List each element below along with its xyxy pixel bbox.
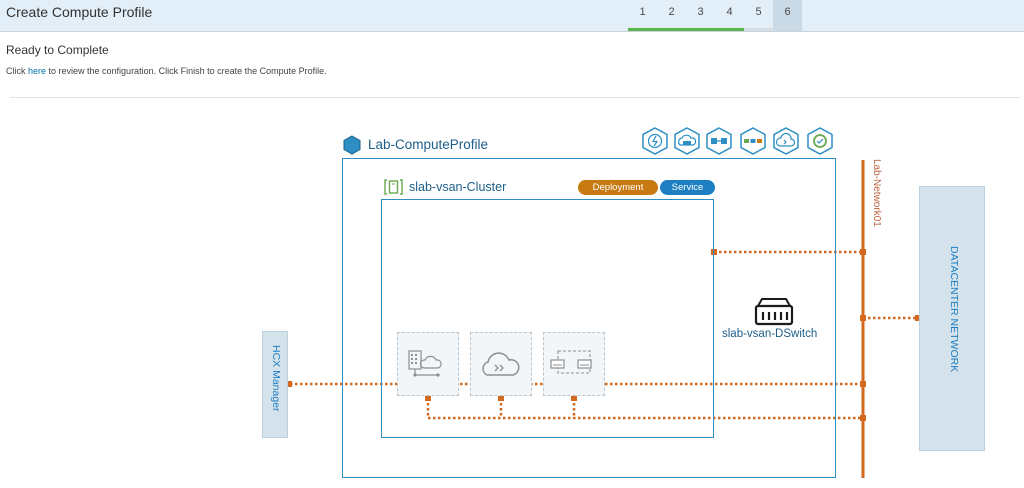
- step-5[interactable]: 5: [744, 0, 773, 31]
- disaster-recovery-icon[interactable]: [806, 127, 834, 155]
- page-title: Create Compute Profile: [6, 4, 153, 20]
- cluster-port: [711, 249, 717, 255]
- wan-optimization-icon[interactable]: [705, 127, 733, 155]
- appliance-port-3: [571, 395, 577, 401]
- hexagon-icon: [343, 135, 361, 155]
- datacenter-network-box: DATACENTER NETWORK: [919, 186, 985, 451]
- datacenter-cloud-icon: [408, 350, 442, 377]
- step-2[interactable]: 2: [657, 0, 686, 31]
- service-badge: Service: [660, 180, 715, 195]
- cloud-migration-icon: [482, 352, 520, 376]
- step-6[interactable]: 6: [773, 0, 802, 31]
- wizard-header: Create Compute Profile 1 2 3 4 5 6: [0, 0, 1024, 32]
- section-title: Ready to Complete: [6, 43, 109, 57]
- bus-port-1: [860, 249, 866, 255]
- step-1[interactable]: 1: [628, 0, 657, 31]
- divider: [10, 97, 1020, 98]
- deployment-badge: Deployment: [578, 180, 658, 195]
- review-configuration-link[interactable]: here: [28, 66, 47, 76]
- section-description: Click here to review the configuration. …: [6, 66, 327, 76]
- switch-pair-icon: [550, 350, 592, 374]
- interconnect-service-icon[interactable]: [641, 127, 669, 155]
- cluster-box: [381, 199, 714, 438]
- appliance-port-2: [498, 395, 504, 401]
- topology-diagram: Lab-ComputeProfile slab-vsan-Clus: [0, 98, 1024, 488]
- interconnect-appliance[interactable]: [397, 332, 459, 396]
- dswitch-name: slab-vsan-DSwitch: [722, 328, 818, 340]
- appliance-port-1: [425, 395, 431, 401]
- network-extension-appliance[interactable]: [543, 332, 605, 396]
- bus-port-3: [860, 415, 866, 421]
- wizard-steps: 1 2 3 4 5 6: [628, 0, 802, 31]
- dswitch-icon: [754, 298, 794, 326]
- desc-prefix: Click: [6, 66, 28, 76]
- vmotion-migration-icon[interactable]: [772, 127, 800, 155]
- hcx-manager-label: HCX Manager: [270, 345, 282, 412]
- cluster-icon: [384, 179, 403, 195]
- bus-port-2: [860, 381, 866, 387]
- compute-profile-name: Lab-ComputeProfile: [368, 137, 489, 152]
- step-4[interactable]: 4: [715, 0, 744, 31]
- network-extension-icon[interactable]: [673, 127, 701, 155]
- step-3[interactable]: 3: [686, 0, 715, 31]
- datacenter-network-label: DATACENTER NETWORK: [948, 246, 960, 373]
- hcx-manager-box[interactable]: HCX Manager: [262, 331, 288, 438]
- bus-port-4: [860, 315, 866, 321]
- compute-profile-box: [342, 158, 836, 478]
- bulk-migration-icon[interactable]: [739, 127, 767, 155]
- desc-suffix: to review the configuration. Click Finis…: [46, 66, 327, 76]
- hcx-port: [286, 381, 292, 387]
- wan-optimization-appliance[interactable]: [470, 332, 532, 396]
- datacenter-port: [915, 315, 921, 321]
- cluster-name: slab-vsan-Cluster: [409, 180, 507, 194]
- network-name: Lab-Network01: [871, 159, 882, 227]
